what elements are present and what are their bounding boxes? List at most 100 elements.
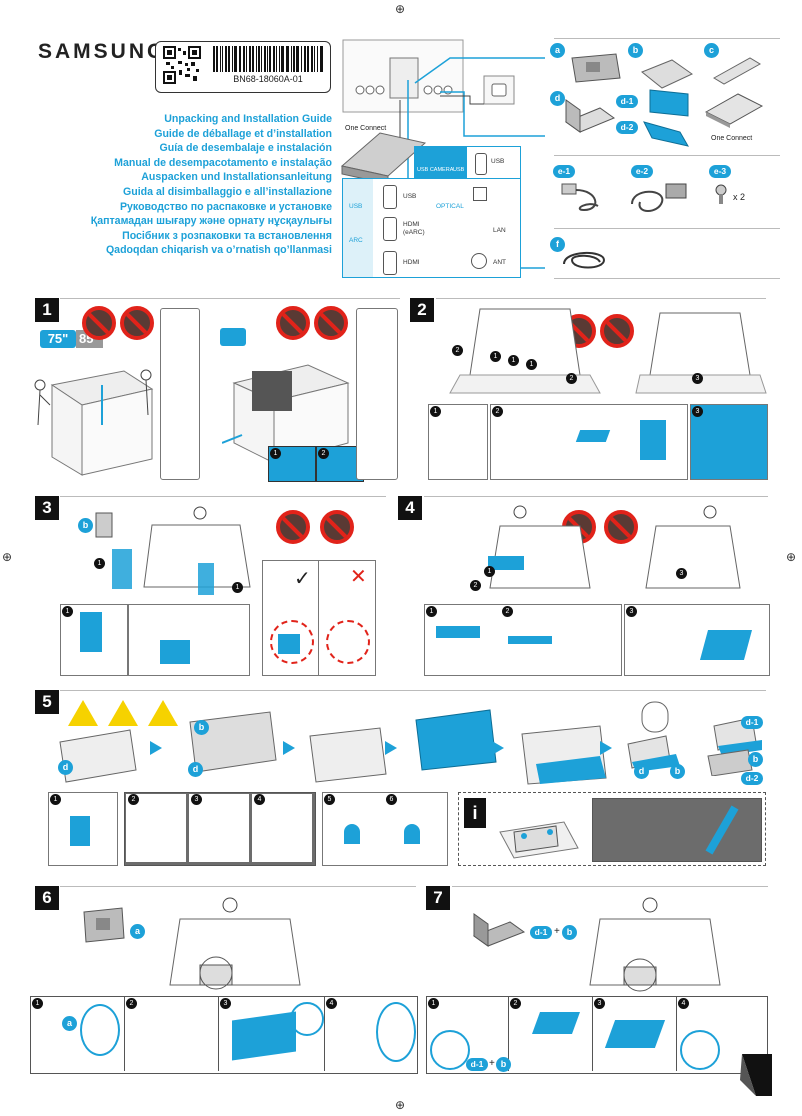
step5-b-badge-2: b — [670, 764, 685, 779]
step5-detail-num: 1 — [50, 794, 61, 805]
step7-d1-badge: d-1 — [530, 926, 552, 939]
step1-unbox-illustration — [34, 369, 154, 476]
step2-marker: 1 — [526, 359, 537, 370]
step5-sequence — [59, 709, 607, 785]
step2-detail-3-num: 3 — [692, 406, 703, 417]
component-f-cable — [563, 252, 606, 269]
ant-label: ANT — [493, 259, 506, 266]
one-connect-box — [704, 93, 764, 128]
one-connect-label: One Connect — [345, 125, 387, 132]
registration-mark-icon: ⊕ — [786, 550, 797, 564]
step2-marker: 2 — [566, 373, 577, 384]
step5-d1-badge: d-1 — [741, 716, 763, 729]
remote-cable-icon — [561, 183, 599, 212]
step5-detail-num: 5 — [324, 794, 335, 805]
no-lift-icon — [276, 306, 310, 340]
hdmi-earc-label: HDMI — [403, 221, 420, 228]
component-b-cover — [641, 59, 693, 89]
arrow-right-icon — [600, 741, 612, 755]
no-lift-icon — [120, 306, 154, 340]
usb-right-label: USB — [491, 158, 505, 165]
cross-icon: ✕ — [350, 564, 367, 588]
step5-detail-56 — [322, 792, 448, 866]
arrow-right-icon — [283, 741, 295, 755]
screw-qty: x 2 — [733, 192, 746, 202]
usb-top-label: USB — [453, 167, 465, 173]
step1-large-unbox-illustration — [222, 364, 350, 464]
component-f-badge: f — [550, 237, 565, 252]
power-cable-icon — [631, 183, 687, 212]
step3-tv-illustration — [95, 506, 251, 595]
no-lift-icon — [600, 314, 634, 348]
step7-b-badge: b — [562, 925, 577, 940]
step2-marker: 2 — [452, 345, 463, 356]
component-one-connect-label: One Connect — [711, 135, 753, 142]
step7-detail-num: 2 — [510, 998, 521, 1009]
title-uz: Qadoqdan chiqarish va o’rnatish qo’llanm… — [105, 244, 332, 257]
step-4-number: 4 — [398, 496, 422, 520]
step5-detail-num: 2 — [128, 794, 139, 805]
step2-marker: 1 — [490, 351, 501, 362]
component-e1-badge: e-1 — [553, 165, 575, 178]
size-badge: 75" — [40, 330, 76, 348]
step1-detail-2-num: 2 — [318, 448, 329, 459]
step1-parts-column-b — [356, 308, 398, 480]
size-badge-blue — [220, 328, 246, 346]
arrow-right-icon — [385, 741, 397, 755]
step3-marker: 1 — [94, 558, 105, 569]
one-connect-ports: USB USB OPTICAL ARC HDMI (eARC) LAN HDMI… — [342, 178, 521, 278]
title-en: Unpacking and Installation Guide — [164, 113, 332, 125]
title-kk: Қаптамадан шығару және орнату нұсқаулығы — [90, 215, 332, 228]
step7-plus: + — [554, 926, 560, 937]
check-icon: ✓ — [294, 566, 311, 590]
usb-mid-label: USB — [403, 193, 417, 200]
step6-a-badge-2: a — [62, 1016, 77, 1031]
step5-detail-num: 3 — [191, 794, 202, 805]
step4-tv-illustration — [488, 505, 741, 589]
step4-detail-num: 2 — [502, 606, 513, 617]
registration-mark-icon: ⊕ — [395, 2, 406, 16]
arc-label: ARC — [349, 237, 363, 244]
step5-detail-num: 4 — [254, 794, 265, 805]
step5-b-badge: b — [194, 720, 209, 735]
step6-detail-num: 4 — [326, 998, 337, 1009]
title-uk: Посібник з розпаковки та встановлення — [122, 229, 332, 242]
hdmi-label: HDMI — [403, 259, 420, 266]
step5-note-illustration — [499, 821, 579, 859]
screw-icon — [715, 184, 727, 204]
step6-detail-num: 1 — [32, 998, 43, 1009]
step5-note-box — [458, 792, 766, 866]
component-c-badge: c — [704, 43, 719, 58]
title-de: Auspacken und Installationsanleitung — [141, 171, 332, 184]
step4-marker: 2 — [470, 580, 481, 591]
step1-parts-column-a — [160, 308, 200, 480]
step2-detail-3 — [690, 404, 768, 480]
barcode-icon — [213, 46, 323, 72]
step-3-number: 3 — [35, 496, 59, 520]
step4-detail-num: 3 — [626, 606, 637, 617]
step-5-number: 5 — [35, 690, 59, 714]
step7-detail-b-badge: b — [496, 1057, 511, 1072]
step7-detail-d1-badge: d-1 — [466, 1058, 488, 1071]
component-a-bracket — [571, 53, 621, 83]
step4-marker: 3 — [676, 568, 687, 579]
step5-d-badge-3: d — [634, 764, 649, 779]
top-port-strip: USB CAMERA USB USB — [414, 146, 521, 179]
step5-d2-badge: d-2 — [741, 772, 763, 785]
qr-code-icon — [163, 46, 201, 84]
component-e3-badge: e-3 — [709, 165, 731, 178]
step5-assembly — [627, 701, 762, 776]
no-lift-icon — [320, 510, 354, 544]
component-d2-badge: d-2 — [616, 121, 638, 134]
component-a-badge: a — [550, 43, 565, 58]
title-ru: Руководство по распаковке и установке — [119, 200, 332, 213]
info-icon: i — [464, 798, 486, 828]
step7-detail-num: 1 — [428, 998, 439, 1009]
step6-a-badge: a — [130, 924, 145, 939]
registration-mark-icon: ⊕ — [395, 1098, 406, 1112]
samsung-logo: SAMSUNG — [38, 40, 167, 63]
step4-marker: 1 — [484, 566, 495, 577]
step-7-number: 7 — [426, 886, 450, 910]
component-c-cover — [713, 57, 761, 85]
warning-icon — [68, 700, 98, 726]
